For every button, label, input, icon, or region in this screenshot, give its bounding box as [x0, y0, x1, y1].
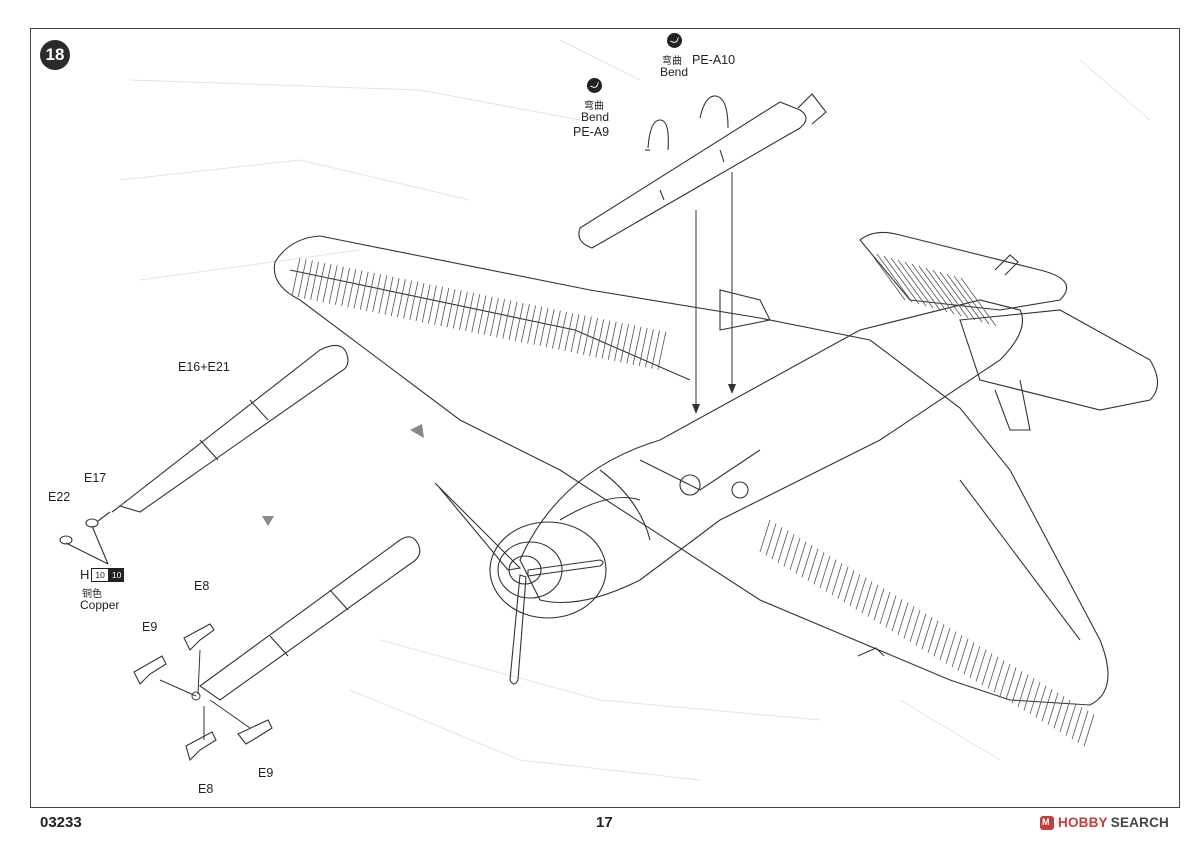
- watermark-hobby: HOBBY: [1058, 815, 1108, 830]
- bend-label-en: Bend: [581, 110, 610, 124]
- part-label-e9-top: E9: [142, 620, 158, 634]
- main-wing: [273, 235, 1109, 706]
- pe-a9-part: [645, 119, 669, 151]
- page-number: 17: [596, 814, 613, 831]
- product-code: 03233: [40, 814, 82, 831]
- part-label-pe-a9: PE-A9: [573, 125, 610, 139]
- bend-icon: [587, 78, 602, 93]
- engine-cowling: [489, 497, 641, 619]
- propeller: [434, 482, 604, 685]
- page-frame: [30, 28, 1180, 808]
- part-label-e17: E17: [84, 471, 107, 485]
- part-label-e9-bottom: E9: [258, 766, 274, 780]
- part-label-e16-e21: E16+E21: [178, 360, 230, 374]
- torpedo-upper: [111, 344, 349, 513]
- bend-icon: [667, 33, 682, 48]
- step-number-badge: 18: [40, 40, 70, 70]
- pe-a10-part: [699, 95, 729, 129]
- part-label-e8-bottom: E8: [198, 782, 214, 796]
- part-label-e22: E22: [48, 490, 71, 504]
- paint-name-cn: 铜色: [82, 589, 102, 600]
- torpedo-lower: [199, 536, 421, 701]
- part-label-e8-top: E8: [194, 579, 210, 593]
- paint-callout: H 10 10: [80, 567, 125, 582]
- arrow-icon: [262, 424, 424, 526]
- hobbysearch-logo-icon: [1040, 815, 1054, 830]
- bend-label-en: Bend: [660, 65, 689, 79]
- torpedo-fins: [133, 623, 273, 762]
- paint-name-en: Copper: [80, 598, 120, 612]
- watermark-search: SEARCH: [1110, 815, 1169, 830]
- watermark: HOBBY SEARCH: [1040, 815, 1169, 830]
- part-label-pe-a10: PE-A10: [692, 53, 736, 67]
- fuselage: [519, 289, 1024, 604]
- bend-label-cn: 弯曲: [662, 56, 682, 67]
- paint-code-1: 10: [91, 567, 109, 582]
- paint-code-2: 10: [108, 567, 125, 582]
- paint-brand-letter: H: [80, 567, 90, 582]
- tail-stabilizer: [859, 231, 1159, 431]
- bend-label-cn: 弯曲: [584, 101, 604, 112]
- torpedo-propellers: [59, 511, 111, 565]
- top-drop-tank: [578, 93, 827, 249]
